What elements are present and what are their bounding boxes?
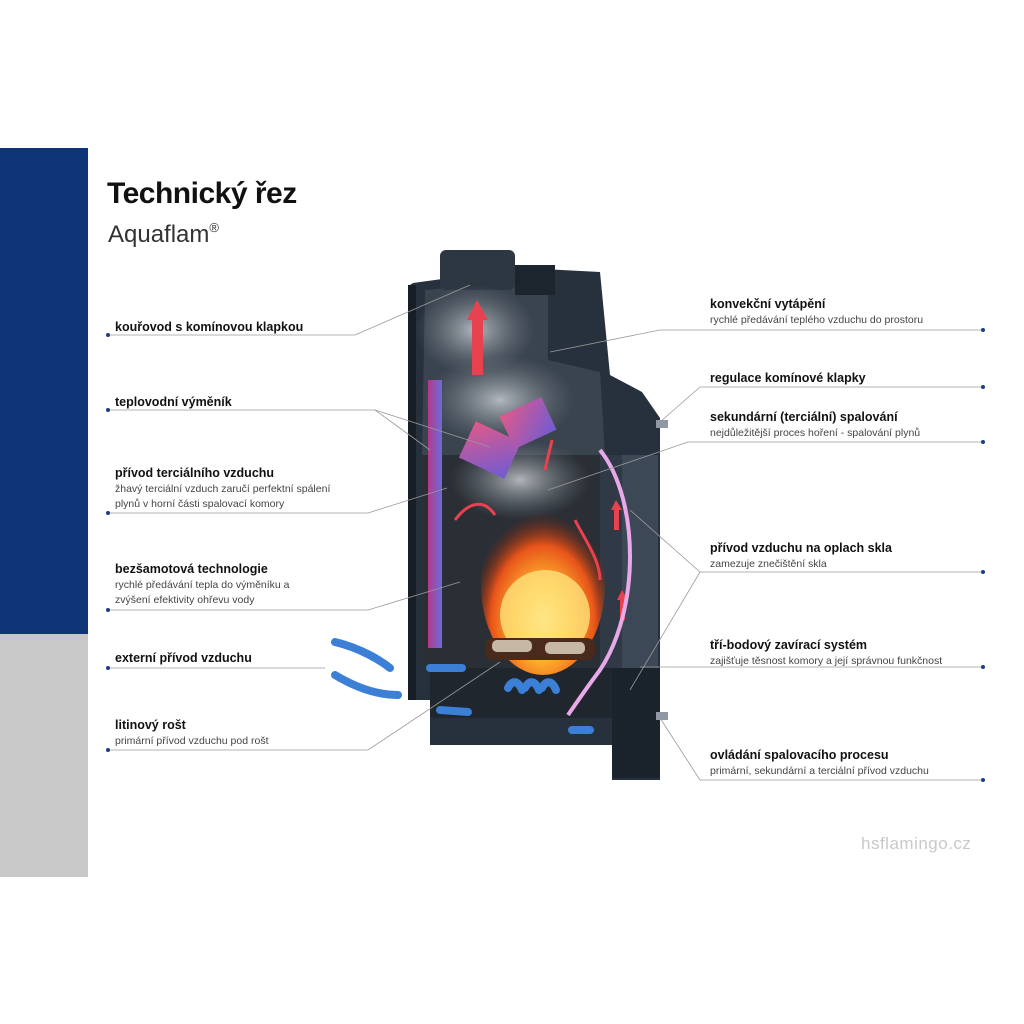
chimney-flap-lever [656,420,668,428]
page-title: Technický řez [107,177,297,210]
label-convection-heating: konvekční vytápění rychlé předávání tepl… [710,297,924,326]
label-water-exchanger: teplovodní výměník [115,395,232,409]
water-heat-exchanger [428,380,442,648]
watermark: hsflamingo.cz [861,834,972,853]
label-secondary-combustion: sekundární (terciální) spalování nejdůle… [710,410,921,439]
brand-sidebar-blue [0,148,88,634]
baffle-plates [458,396,557,479]
control-lever [656,712,668,720]
label-glass-rinse-air: přívod vzduchu na oplach skla zamezuje z… [710,541,892,570]
label-flue-with-flap: kouřovod s komínovou klapkou [115,320,304,334]
label-three-point-lock: tří-bodový zavírací systém zajišťuje těs… [710,638,943,667]
hot-air-flow [453,439,602,581]
leader-dots-right [981,328,985,782]
hot-air-arrow-icon [611,500,622,530]
brand-sidebar-gray [0,634,88,877]
cold-air-flow [331,638,594,734]
leader-dots-left [106,333,110,752]
page-subtitle: Aquaflam® [108,220,219,249]
registered-mark: ® [209,220,219,235]
label-cast-iron-grate: litinový rošt primární přívod vzduchu po… [115,718,269,747]
product-name: Aquaflam [108,221,210,248]
label-external-air: externí přívod vzduchu [115,651,252,665]
fire [481,495,605,675]
label-combustion-control: ovládání spalovacího procesu primární, s… [710,748,929,777]
leader-lines-left [108,284,501,751]
flue-arrow-icon [467,300,488,375]
label-chimney-flap-regulation: regulace komínové klapky [710,371,866,385]
leader-lines-right [547,329,983,781]
label-tertiary-air: přívod terciálního vzduchu žhavý terciál… [115,466,331,510]
glass-rinse-airflow [566,448,632,717]
label-fireclay-free: bezšamotová technologie rychlé předávání… [115,562,290,606]
